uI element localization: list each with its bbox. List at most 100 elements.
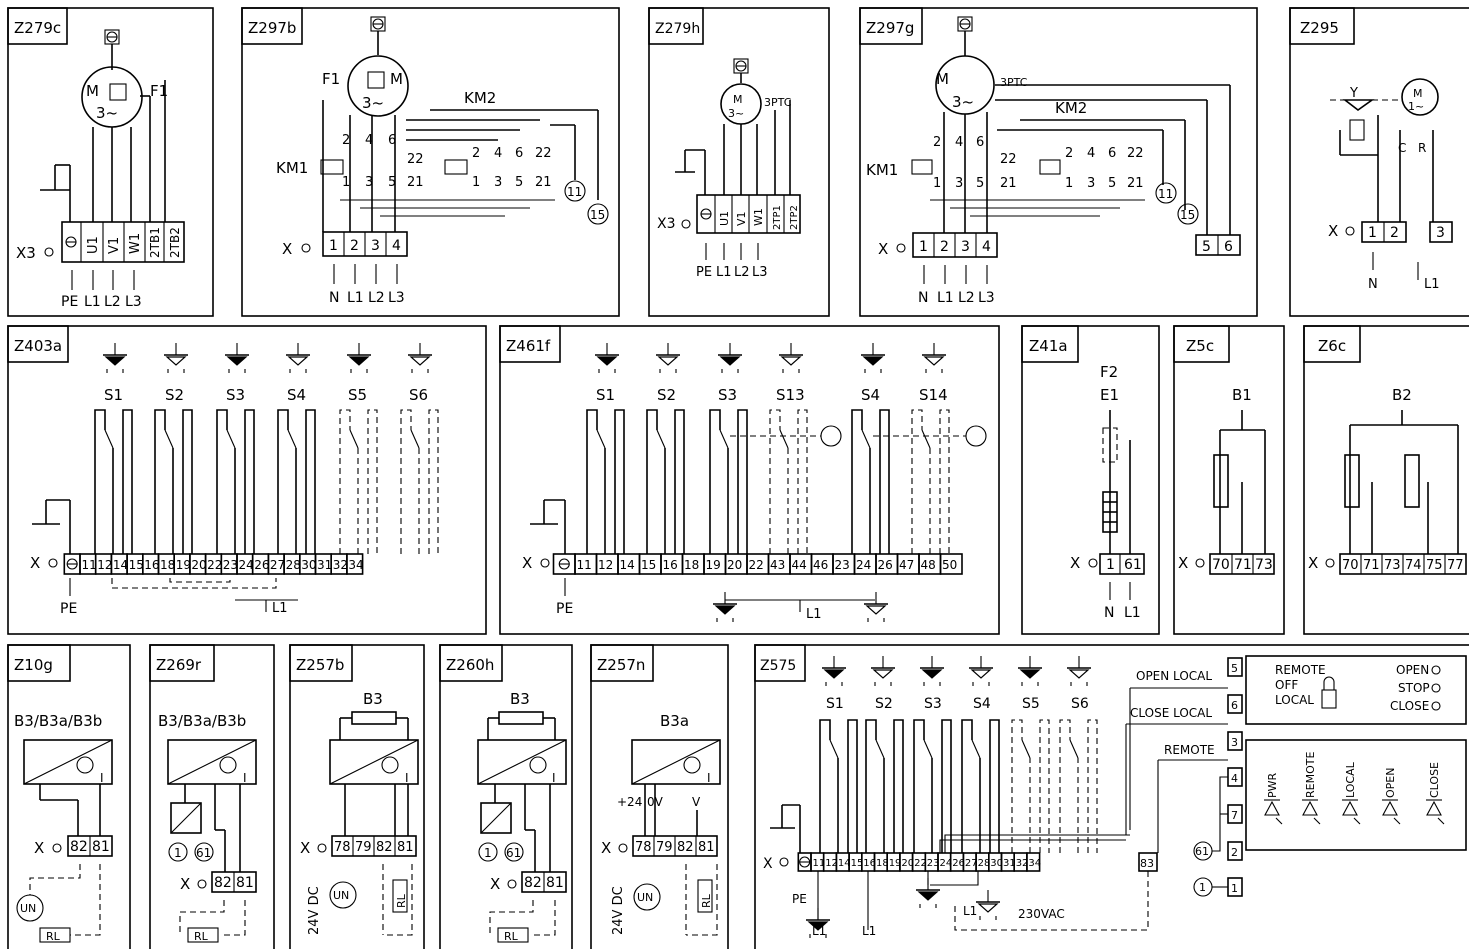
svg-text:L1: L1 [812, 924, 826, 938]
terminal-label: 20 [727, 558, 742, 572]
side-terminal [1227, 731, 1243, 751]
svg-text:B3/B3a/B3b: B3/B3a/B3b [158, 712, 246, 730]
panel-z41a: Z41a F2 E1 X 1 61 N L1 [1021, 325, 1160, 635]
svg-text:L3: L3 [978, 290, 995, 306]
svg-text:L3: L3 [125, 294, 142, 310]
switch-contact [182, 409, 193, 554]
pushbutton-icon [977, 903, 999, 913]
svg-text:W1: W1 [128, 233, 143, 254]
svg-text:2TB2: 2TB2 [168, 227, 182, 258]
svg-text:PE: PE [696, 265, 712, 280]
pushbutton-icon [917, 891, 939, 901]
svg-text:70: 70 [1212, 557, 1230, 573]
svg-text:L1: L1 [1424, 277, 1440, 292]
svg-text:61: 61 [506, 846, 521, 860]
panel-z6c: Z6c B2 X 70 71 73 74 75 77 [1303, 325, 1469, 635]
switch-blade [861, 429, 871, 449]
svg-text:6: 6 [1108, 146, 1116, 161]
switch-blade [971, 739, 981, 759]
svg-text:230VAC: 230VAC [1018, 907, 1065, 921]
svg-text:L2: L2 [958, 290, 975, 306]
switch-contact [847, 719, 858, 853]
svg-text:S14: S14 [919, 386, 948, 404]
pushbutton-icon [872, 669, 894, 679]
pushbutton-icon [226, 356, 248, 366]
svg-text:U1: U1 [718, 211, 731, 226]
led-icon [1342, 800, 1358, 816]
terminal-label: 14 [838, 858, 851, 869]
svg-text:F2: F2 [1100, 363, 1118, 381]
switch-blade [596, 429, 606, 449]
svg-text:6: 6 [976, 135, 984, 150]
led-ray [1393, 817, 1401, 825]
svg-text:S1: S1 [104, 386, 123, 404]
svg-text:KM2: KM2 [1055, 99, 1087, 117]
svg-text:X3: X3 [657, 216, 676, 232]
side-terminal-label: 7 [1231, 809, 1238, 822]
svg-text:OPEN LOCAL: OPEN LOCAL [1136, 669, 1212, 683]
switch-contact [797, 409, 808, 554]
svg-text:PE: PE [61, 294, 78, 310]
panel-z257b: Z257b B3 I X 78 79 82 81 24V DC UN RL [289, 644, 425, 949]
svg-text:Z297g: Z297g [866, 19, 914, 37]
svg-text:M: M [936, 70, 949, 88]
terminal-label: 27 [965, 858, 978, 869]
pushbutton-icon [921, 669, 943, 679]
terminal-label: 26 [878, 558, 893, 572]
svg-text:5: 5 [515, 175, 523, 190]
panel-z269r: Z269r B3/B3a/B3b I 1 61 X 82 81 RL [149, 644, 275, 949]
svg-text:Z260h: Z260h [446, 656, 494, 674]
terminal-label: 46 [813, 558, 828, 572]
switch-contact [989, 719, 1000, 853]
svg-text:78: 78 [635, 840, 652, 855]
svg-text:78: 78 [334, 840, 351, 855]
terminal-label: 31 [317, 558, 332, 572]
terminal-label: 14 [113, 558, 128, 572]
terminal-label: 30 [301, 558, 316, 572]
wire [939, 839, 1126, 853]
svg-text:X: X [30, 554, 40, 572]
svg-text:L1: L1 [862, 924, 876, 938]
svg-text:4: 4 [494, 146, 502, 161]
switch-blade [164, 429, 174, 449]
switch-blade [104, 429, 114, 449]
panel-z10g: Z10g B3/B3a/B3b I X 82 81 UN RL [7, 644, 131, 949]
terminal-label: 32 [1016, 858, 1029, 869]
svg-text:S2: S2 [875, 696, 893, 712]
terminal-label: 50 [942, 558, 957, 572]
svg-text:15: 15 [590, 208, 605, 222]
terminal [1026, 852, 1041, 872]
svg-text:S2: S2 [165, 386, 184, 404]
svg-text:83: 83 [1140, 857, 1154, 870]
terminal-label: 23 [927, 858, 940, 869]
switch-contact [1011, 719, 1023, 853]
svg-text:21: 21 [407, 175, 424, 190]
terminal-label: 22 [914, 858, 927, 869]
led-label: LOCAL [1344, 761, 1357, 798]
svg-text:24V DC: 24V DC [611, 886, 626, 935]
svg-text:S5: S5 [348, 386, 367, 404]
svg-text:PE: PE [556, 601, 573, 617]
svg-text:3~: 3~ [728, 107, 744, 120]
l1-feed [725, 599, 875, 612]
terminal-label: 18 [876, 858, 889, 869]
svg-text:PE: PE [60, 601, 77, 617]
svg-text:L1: L1 [937, 290, 954, 306]
svg-text:REMOTE: REMOTE [1275, 663, 1326, 677]
svg-text:5: 5 [1108, 176, 1116, 191]
terminal-label: 30 [990, 858, 1003, 869]
terminal-label: 18 [160, 558, 175, 572]
svg-text:L1: L1 [1124, 605, 1141, 621]
terminal-label: 19 [889, 858, 902, 869]
side-terminal [1227, 694, 1243, 714]
panel-z257n: Z257n B3a I +24 0V V X 78 79 82 81 24V D… [590, 644, 729, 949]
svg-text:S3: S3 [924, 696, 942, 712]
terminal-label: 48 [921, 558, 936, 572]
svg-text:22: 22 [1000, 152, 1017, 167]
terminal-label: 12 [97, 558, 112, 572]
svg-text:79: 79 [656, 840, 673, 855]
svg-text:E1: E1 [1100, 386, 1119, 404]
led-icon [1426, 800, 1442, 816]
